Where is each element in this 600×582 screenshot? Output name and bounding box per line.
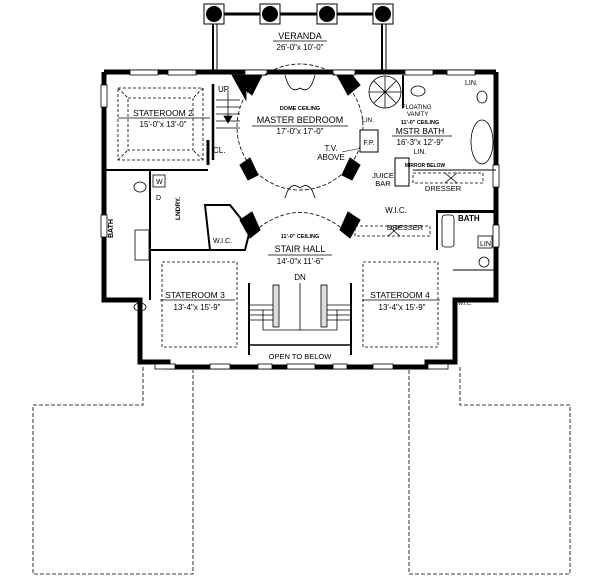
spiral-stair [368, 75, 402, 109]
column-icon [316, 3, 338, 25]
closet-label: CL. [213, 146, 225, 155]
bath-left-label: BATH [108, 219, 115, 238]
column-icon [203, 3, 225, 25]
dresser-outlines [354, 172, 484, 237]
veranda-dims: 26'-0"x 10'-0" [277, 43, 324, 52]
toilet-right-icon [478, 256, 490, 268]
stair-down-label: DN [294, 273, 306, 282]
mstr-bath-dims: 16'-3"x 12'-9" [397, 138, 444, 147]
stateroom3-label: STATEROOM 3 [165, 290, 225, 300]
stateroom2-ceiling [117, 87, 204, 161]
washer-label: W [156, 179, 163, 186]
dryer-label: D [156, 195, 161, 202]
open-to-below-label: OPEN TO BELOW [269, 352, 333, 361]
dresser-x [387, 172, 458, 237]
stair-up-label: UP [218, 85, 229, 94]
tub-left [134, 229, 150, 261]
column-icon [259, 3, 281, 25]
linen-label-mstr: LIN. [414, 149, 427, 156]
laundry-label: LNDRY. [175, 197, 182, 220]
juice-bar-fixture [394, 157, 410, 187]
veranda-columns [203, 3, 394, 72]
wic-right-label: W.I.C. [458, 301, 472, 307]
sink-left-icon [133, 181, 147, 193]
main-stairs [248, 283, 352, 355]
stateroom3-dims: 13'-4"x 15'-9" [174, 303, 221, 312]
master-bedroom-label: MASTER BEDROOM [257, 115, 344, 125]
mstr-bath-ceiling: 11'-0" CEILING [401, 120, 439, 126]
column-icon [372, 3, 394, 25]
stair-hall-walls [239, 211, 361, 239]
stair-hall-label: STAIR HALL [275, 244, 326, 254]
juice-bar-label2: BAR [375, 179, 391, 188]
master-bedroom-rotunda [236, 63, 364, 199]
washer-icon [152, 174, 166, 188]
stateroom2-dims: 15'-0"x 13'-0" [140, 120, 187, 129]
stateroom4-label: STATEROOM 4 [370, 290, 430, 300]
dresser-label2: DRESSER [387, 223, 424, 232]
sink-left-lower [133, 302, 147, 312]
veranda-label: VERANDA [278, 31, 322, 41]
mstr-bath-label: MSTR BATH [396, 126, 444, 136]
stateroom4-dims: 13'-4"x 15'-9" [379, 303, 426, 312]
mirror-label: MIRROR BELOW [405, 163, 446, 169]
master-ceiling: DOME CEILING [280, 106, 320, 112]
stair-hall-dims: 14'-0"x 11'-6" [277, 257, 324, 266]
fireplace [359, 129, 379, 153]
sink-icon [410, 85, 426, 97]
floating-vanity-label2: VANITY [407, 112, 428, 118]
stateroom4-outline [362, 261, 439, 348]
master-bedroom-dims: 17'-0"x 17'-0" [277, 127, 324, 136]
stateroom3-outline [161, 261, 238, 348]
wic-left-label: W.I.C. [213, 238, 232, 245]
linen-label-bath: LIN. [465, 80, 478, 87]
toilet-icon [476, 90, 488, 104]
stateroom2-label: STATEROOM 2 [133, 108, 193, 118]
juice-bar-label: JUICE [372, 171, 394, 180]
stair-hall-ceiling: 11'-0" CEILING [281, 234, 319, 240]
tub-icon [470, 119, 494, 165]
floating-vanity-label: FLOATING [402, 105, 432, 111]
tv-above-label: ABOVE [317, 153, 345, 162]
bath-right-label: BATH [458, 214, 480, 223]
dresser-label: DRESSER [425, 184, 462, 193]
linen-stair-label: LIN. [345, 219, 358, 226]
fireplace-label: F.P. [363, 140, 374, 147]
windows [100, 69, 500, 370]
lower-floor-outline [32, 367, 571, 575]
linen-right-label: LIN [480, 241, 491, 248]
wic-label-master: W.I.C. [385, 206, 407, 215]
linen-label-master: LIN. [362, 117, 374, 124]
bath-tub-right [441, 214, 455, 248]
tv-label: T.V. [324, 144, 337, 153]
